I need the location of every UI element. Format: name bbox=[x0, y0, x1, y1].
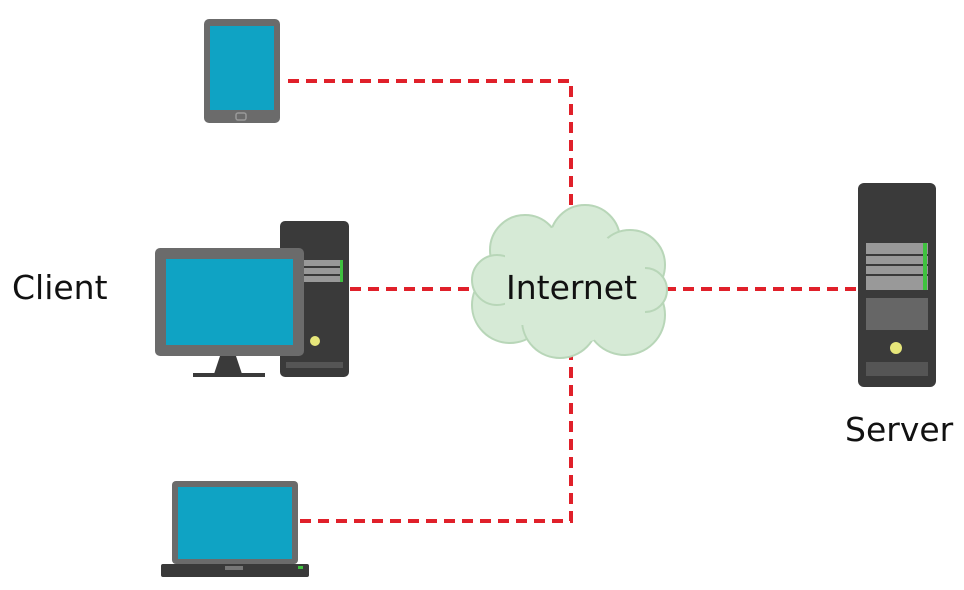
client-label: Client bbox=[12, 268, 108, 307]
server-label: Server bbox=[845, 410, 954, 449]
network-links bbox=[288, 79, 858, 523]
link-tablet bbox=[288, 79, 573, 230]
desktop-computer-icon bbox=[155, 221, 349, 377]
link-laptop bbox=[300, 340, 573, 523]
server-icon bbox=[858, 183, 936, 387]
internet-label: Internet bbox=[506, 268, 638, 307]
laptop-icon bbox=[161, 481, 309, 577]
tablet-icon bbox=[204, 19, 280, 123]
